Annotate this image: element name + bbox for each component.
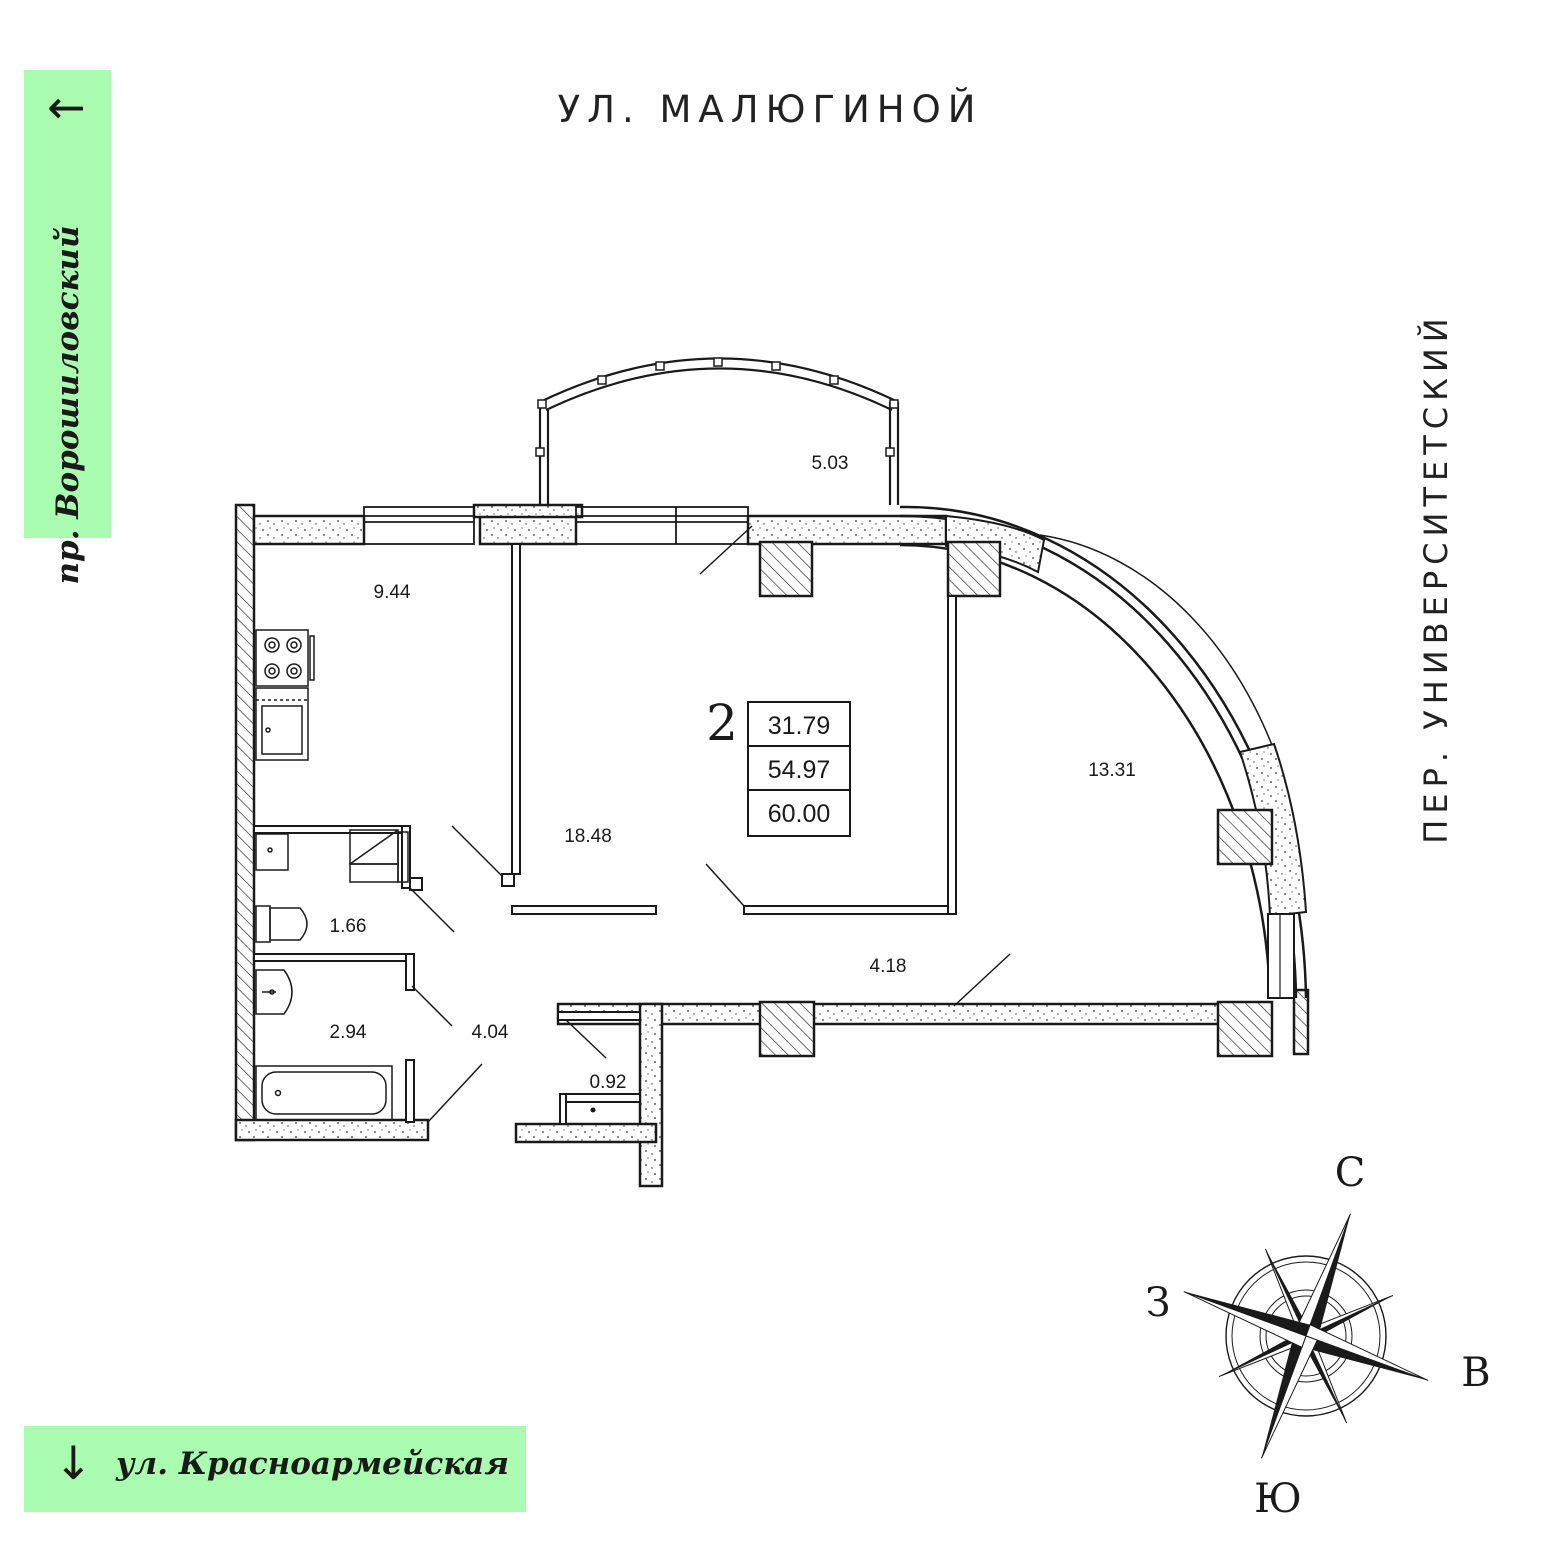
- interior-walls: [253, 543, 957, 1125]
- arrow-up-icon: ←: [47, 80, 86, 134]
- total-with-balcony-value: 60.00: [768, 800, 831, 828]
- storage-marker: [590, 1107, 596, 1113]
- toilet-area: 1.66: [330, 916, 367, 937]
- toilet-sink: [255, 833, 289, 871]
- total-area-value: 54.97: [768, 756, 831, 784]
- bathtub: [255, 1065, 393, 1121]
- washing-machine: [349, 829, 409, 883]
- bathroom-sink: [255, 969, 293, 1015]
- corridor-area: 4.18: [870, 956, 907, 977]
- kitchen-counter: [255, 687, 309, 761]
- columns: [758, 540, 1274, 1058]
- apartment-summary: 31.79 54.97 60.00: [747, 701, 851, 837]
- compass-south: Ю: [1254, 1476, 1302, 1522]
- street-tag-left: ← пр. Ворошиловский: [24, 70, 111, 585]
- street-label-top: УЛ. МАЛЮГИНОЙ: [557, 88, 983, 131]
- balcony-railing: [538, 357, 900, 505]
- windows: [363, 506, 749, 545]
- hall-area: 4.04: [472, 1022, 509, 1043]
- street-tag-bottom-label: ул. Красноармейская: [116, 1446, 510, 1482]
- street-tag-bottom: ↓ ул. Красноармейская: [24, 1426, 526, 1512]
- compass-west: З: [1146, 1280, 1171, 1326]
- balcony-area: 5.03: [812, 453, 849, 474]
- compass-north: С: [1335, 1150, 1366, 1196]
- balcony-posts: [535, 357, 899, 457]
- living-room-area: 18.48: [564, 826, 612, 847]
- storage-area: 0.92: [590, 1072, 627, 1093]
- compass-east: В: [1461, 1350, 1490, 1396]
- door-swings: [409, 525, 1011, 1123]
- compass-rose-icon: [1183, 1213, 1429, 1459]
- kitchen-stove: [255, 629, 315, 687]
- rooms-count: 2: [706, 694, 738, 752]
- living-area-value: 31.79: [768, 712, 831, 740]
- arrow-down-icon: ↓: [54, 1436, 93, 1490]
- kitchen-area: 9.44: [374, 582, 411, 603]
- toilet-bowl: [255, 905, 308, 943]
- bathroom-area: 2.94: [330, 1022, 367, 1043]
- bedroom-area: 13.31: [1088, 760, 1136, 781]
